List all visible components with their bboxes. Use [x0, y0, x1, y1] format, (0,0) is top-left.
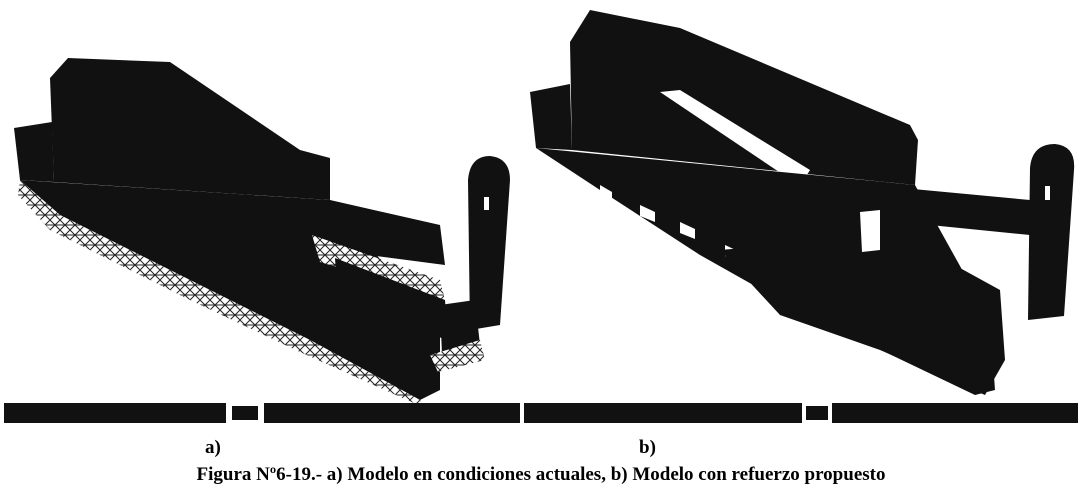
figure-caption: Figura Nº6-19.- a) Modelo en condiciones…: [196, 464, 886, 485]
model-a-current-conditions: [14, 58, 510, 408]
ground-line: [4, 403, 1078, 423]
panel-b-label: b): [639, 437, 656, 458]
panel-a-label: a): [205, 437, 221, 458]
figure-illustration: [4, 10, 1078, 423]
model-b-proposed-reinforcement: [530, 10, 1075, 395]
